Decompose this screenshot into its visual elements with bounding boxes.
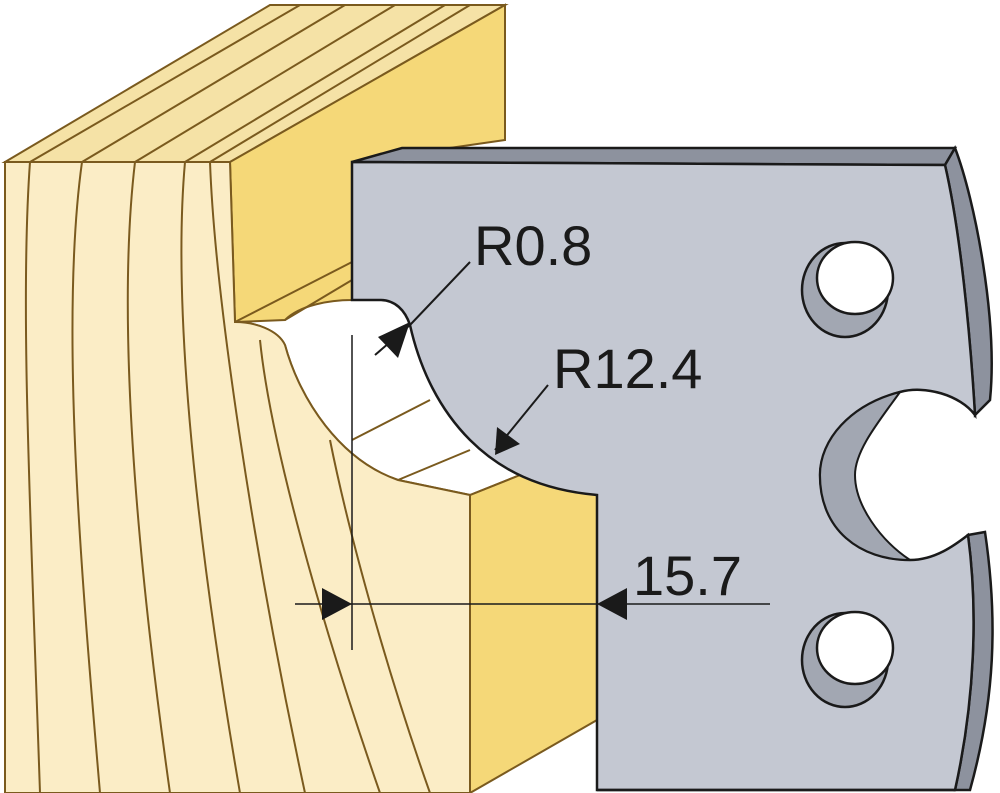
knife-hole-top xyxy=(800,240,895,339)
dimension-annotations: R0.8 R12.4 15.7 xyxy=(295,214,770,650)
arrow-15-7-left xyxy=(322,588,352,620)
wood-workpiece xyxy=(1,3,598,793)
label-depth: 15.7 xyxy=(633,544,742,607)
wood-top-grain xyxy=(29,4,471,163)
wood-profile-lines xyxy=(234,261,521,496)
knife-slot-shadow xyxy=(818,390,914,562)
arrow-r12-4 xyxy=(495,427,520,455)
wood-front-grain xyxy=(24,161,431,793)
label-radius-large: R12.4 xyxy=(553,337,702,400)
leader-r0-8 xyxy=(409,261,471,326)
profile-knife xyxy=(350,145,994,792)
knife-hole-bottom xyxy=(800,610,895,709)
wood-front-face xyxy=(4,161,471,793)
label-radius-small: R0.8 xyxy=(474,214,592,277)
arrow-15-7-right xyxy=(597,588,627,620)
arrow-r0-8 xyxy=(378,322,410,358)
